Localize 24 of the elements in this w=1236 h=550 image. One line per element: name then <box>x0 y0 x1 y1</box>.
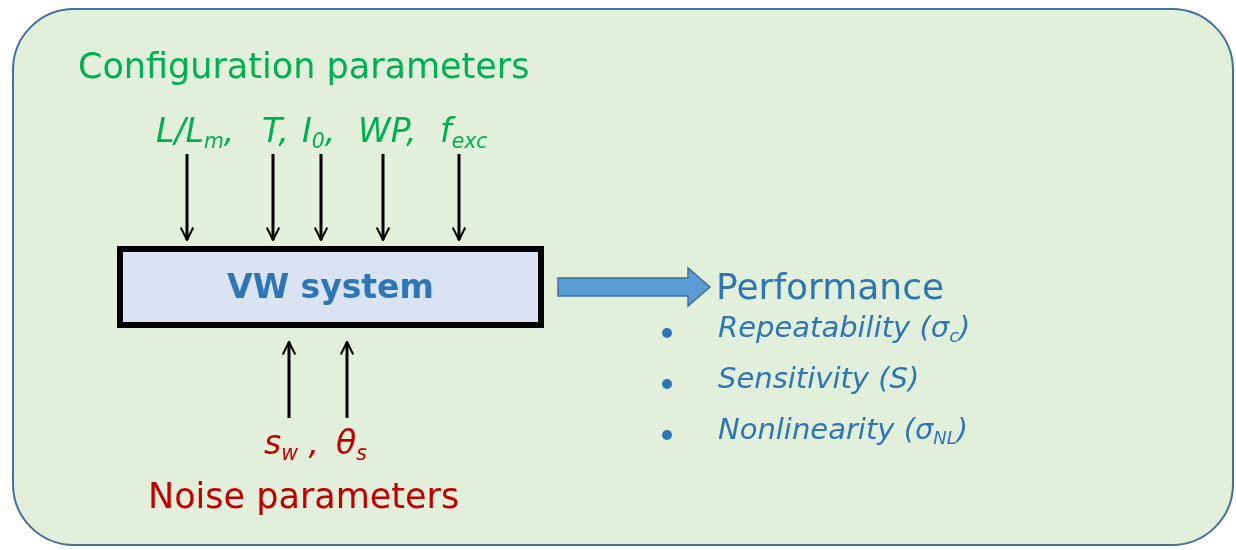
section-heading: Noise parameters <box>148 476 460 517</box>
system-label: VW system <box>227 268 434 306</box>
parameter-text: WP, <box>358 112 417 150</box>
arrow <box>339 341 355 418</box>
section-heading: Configuration parameters <box>78 46 530 87</box>
system-box <box>117 246 544 328</box>
parameter-text: I$_{0}$, <box>302 112 336 150</box>
block-arrow <box>557 266 712 308</box>
noise-parameter-text: s$_{w}$ , <box>264 424 319 462</box>
arrow <box>281 341 297 418</box>
metric-text: Repeatability (σ$_{c}$) <box>718 311 971 345</box>
parameter-text: T, <box>262 112 289 150</box>
arrow <box>179 153 195 241</box>
noise-parameter-text: θ$_{s}$ <box>336 424 367 462</box>
arrow <box>451 153 467 241</box>
performance-heading: Performance <box>716 266 945 308</box>
arrow <box>375 153 391 241</box>
panel-background <box>12 8 1234 546</box>
parameter-text: L/L$_{m}$, <box>156 112 235 150</box>
parameter-text: f$_{exc}$ <box>440 112 488 150</box>
arrow <box>313 153 329 241</box>
arrow <box>265 153 281 241</box>
metric-text: Sensitivity (S) <box>718 362 920 396</box>
metric-text: Nonlinearity (σ$_{NL}$) <box>718 413 969 447</box>
